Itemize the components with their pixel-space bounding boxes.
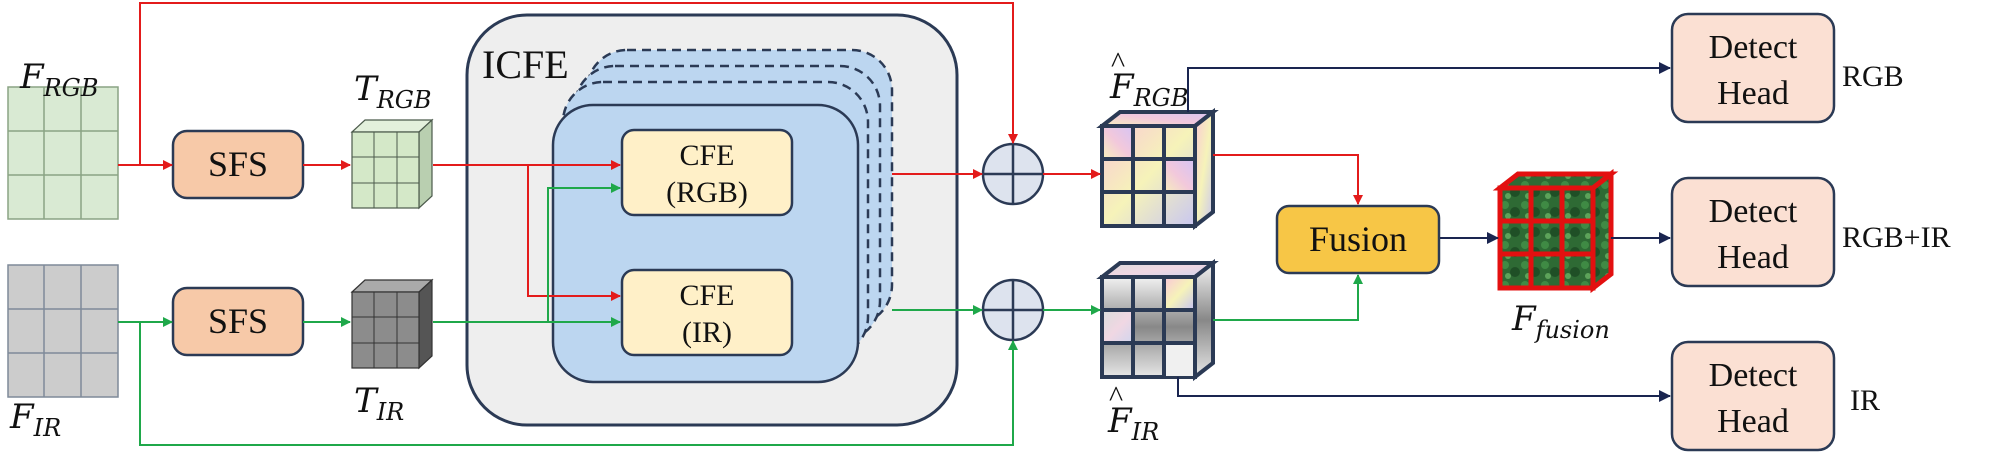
cfe-rgb-block: CFE (RGB) <box>622 130 792 215</box>
f-fusion-label: Ffusion <box>1511 299 1610 344</box>
svg-text:Head: Head <box>1717 75 1789 112</box>
svg-text:Detect: Detect <box>1709 29 1798 66</box>
svg-text:(RGB): (RGB) <box>666 176 748 209</box>
detect-head-fusion: Detect Head <box>1672 178 1834 286</box>
output-label-rgb: RGB <box>1842 60 1904 93</box>
svg-text:Head: Head <box>1717 403 1789 440</box>
detect-head-rgb: Detect Head <box>1672 14 1834 122</box>
svg-text:SFS: SFS <box>208 144 268 184</box>
svg-text:Detect: Detect <box>1709 193 1798 230</box>
detect-head-ir: Detect Head <box>1672 342 1834 450</box>
sfs-ir-block: SFS <box>173 288 303 355</box>
ir-input-grid <box>8 265 118 397</box>
f-hat-rgb-hat: ^ <box>1111 46 1125 79</box>
t-rgb-label: TRGB <box>354 69 432 114</box>
add-node-ir <box>983 280 1043 340</box>
f-hat-ir-cube <box>1102 263 1213 377</box>
svg-text:(IR): (IR) <box>682 316 732 349</box>
t-ir-label: TIR <box>354 381 404 426</box>
add-node-rgb <box>983 144 1043 204</box>
svg-text:Head: Head <box>1717 239 1789 276</box>
output-label-rgb-ir: RGB+IR <box>1842 221 1951 254</box>
f-fusion-cube <box>1500 174 1611 288</box>
rgb-input-grid <box>8 87 118 219</box>
svg-text:Fusion: Fusion <box>1309 219 1407 259</box>
f-ir-label: FIR <box>9 397 61 442</box>
f-hat-rgb-cube <box>1102 112 1213 226</box>
output-label-ir: IR <box>1850 384 1880 417</box>
f-rgb-label: FRGB <box>19 57 98 102</box>
fusion-block: Fusion <box>1277 206 1439 273</box>
cfe-ir-block: CFE (IR) <box>622 270 792 355</box>
svg-text:CFE: CFE <box>679 139 734 172</box>
svg-text:CFE: CFE <box>679 279 734 312</box>
f-hat-ir-hat: ^ <box>1109 380 1123 413</box>
icfe-label: ICFE <box>482 42 569 87</box>
icfe-module: ICFE <box>467 15 957 425</box>
sfs-rgb-block: SFS <box>173 131 303 198</box>
svg-text:SFS: SFS <box>208 301 268 341</box>
t-ir-cube <box>352 280 432 368</box>
svg-text:Detect: Detect <box>1709 357 1798 394</box>
t-rgb-cube <box>352 120 432 208</box>
